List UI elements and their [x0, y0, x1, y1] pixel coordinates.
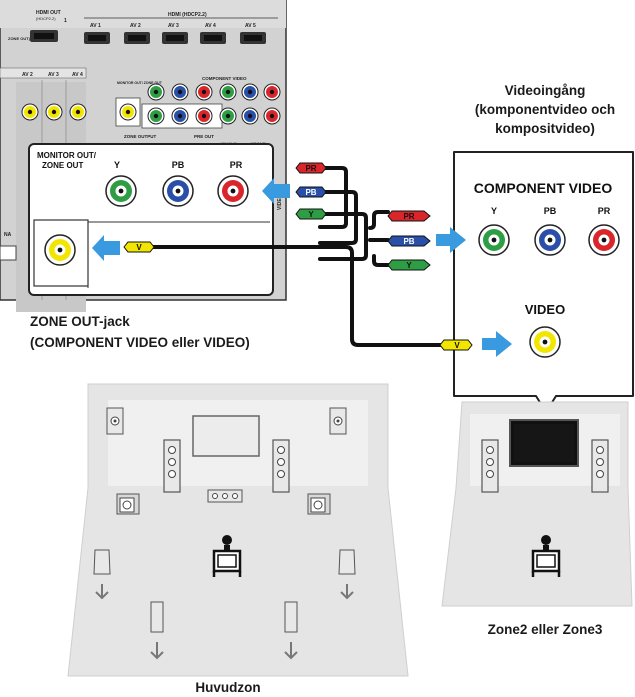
- zone-output-small-label: ZONE OUTPUT: [124, 134, 157, 139]
- tv-input-panel: COMPONENT VIDEO Y PB PR VIDEO: [453, 151, 634, 413]
- callout-y-label: Y: [114, 160, 120, 170]
- hdmi-av1-label: AV 1: [90, 23, 101, 29]
- plug-pr-recv: PR: [305, 164, 316, 173]
- callout-pb-jack: [162, 175, 194, 207]
- cables: [143, 166, 442, 347]
- tv-video-title: VIDEO: [525, 302, 565, 317]
- composite-plugs: V V: [123, 241, 473, 351]
- tv-pb-jack: [534, 224, 566, 256]
- callout-video-jack: [44, 234, 76, 266]
- hdmi-out-label: HDMI OUT: [36, 10, 61, 16]
- tv-pr-label: PR: [598, 206, 611, 216]
- tv-video-jack: [529, 326, 561, 358]
- tv-y-label: Y: [491, 206, 497, 216]
- tv-side-plugs: PR PB Y: [387, 210, 431, 271]
- side-video-label: VIDEO: [277, 194, 283, 210]
- tv-input-header-line1: Videoingång: [504, 83, 586, 98]
- tv-component-title: COMPONENT VIDEO: [474, 180, 613, 196]
- monitor-out-small-label: MONITOR OUT/ ZONE OUT: [117, 81, 163, 85]
- callout-title-line1: MONITOR OUT/: [37, 151, 97, 160]
- component-video-small-label: COMPONENT VIDEO: [202, 76, 247, 81]
- zone-out-jack-label: ZONE OUT-jack (COMPONENT VIDEO eller VID…: [30, 311, 250, 353]
- tv-input-header: Videoingång (komponentvideo och komposit…: [455, 81, 635, 138]
- hdmi-av3-label: AV 3: [168, 23, 179, 29]
- zone-out-jack-line2: (COMPONENT VIDEO eller VIDEO): [30, 335, 250, 350]
- main-zone-label: Huvudzon: [195, 680, 261, 695]
- comp-av4-label: AV 4: [72, 72, 83, 78]
- plug-y-recv: Y: [308, 210, 314, 219]
- plug-pr-tv: PR: [403, 212, 414, 221]
- main-zone-room: [67, 383, 409, 677]
- comp-av3-label: AV 3: [48, 72, 59, 78]
- callout-pr-jack: [217, 175, 249, 207]
- hdmi-out-1-label: 1: [64, 18, 67, 24]
- main-tv: [192, 415, 260, 457]
- cutoff-text: NA: [4, 232, 12, 238]
- pre-out-small-label: PRE OUT: [194, 134, 214, 139]
- zone2-room: [441, 401, 633, 607]
- hdmi-av2-label: AV 2: [130, 23, 141, 29]
- hdmi-av5-label: AV 5: [245, 23, 256, 29]
- plug-v-recv: V: [136, 243, 142, 252]
- zone-out-jack-line1: ZONE OUT-jack: [30, 314, 130, 329]
- hdmi-in-header-label: HDMI (HDCP2.2): [168, 12, 207, 18]
- tv-y-jack: [478, 224, 510, 256]
- tv-input-header-line2: (komponentvideo och: [474, 102, 616, 117]
- tv-input-header-line3: kompositvideo): [495, 121, 595, 136]
- plug-pb-tv: PB: [403, 237, 414, 246]
- comp-av2-label: AV 2: [22, 72, 33, 78]
- callout-pb-label: PB: [172, 160, 185, 170]
- tv-pr-jack: [588, 224, 620, 256]
- hdmi-av4-label: AV 4: [205, 23, 216, 29]
- callout-title-line2: ZONE OUT: [42, 161, 83, 170]
- plug-pb-recv: PB: [305, 188, 316, 197]
- zone2-label: Zone2 eller Zone3: [487, 622, 603, 637]
- zone-out-callout: MONITOR OUT/ ZONE OUT Y PB PR: [28, 143, 274, 296]
- tv-pb-label: PB: [544, 206, 557, 216]
- callout-pr-label: PR: [230, 160, 243, 170]
- plug-y-tv: Y: [406, 261, 412, 270]
- signal-arrows: [92, 178, 512, 357]
- zone-out-small-label: ZONE OUT): [8, 36, 31, 41]
- hdmi-out-sub-label: (HDCP2.2): [36, 16, 56, 21]
- plug-v-tv: V: [454, 341, 460, 350]
- callout-y-jack: [105, 175, 137, 207]
- receiver-side-plugs: PR PB Y: [295, 162, 327, 220]
